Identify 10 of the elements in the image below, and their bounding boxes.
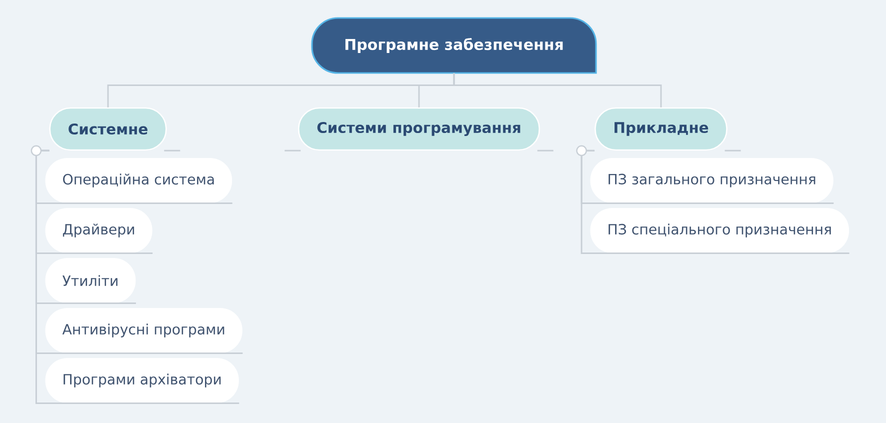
- topic-pill: ПЗ загального призначення: [590, 158, 834, 203]
- category-pill: Системи програмування: [298, 107, 540, 151]
- topic-pill: Антивірусні програми: [45, 308, 242, 353]
- category-pill: Системне: [49, 107, 167, 151]
- category-pill: Прикладне: [594, 107, 728, 151]
- topic-pill: Операційна система: [45, 158, 232, 203]
- topic-pill: Утиліти: [45, 258, 136, 303]
- topic-pill: Програми архіватори: [45, 358, 239, 403]
- root-box: Програмне забезпечення: [311, 17, 597, 74]
- topic-pill: ПЗ спеціального призначення: [590, 208, 850, 253]
